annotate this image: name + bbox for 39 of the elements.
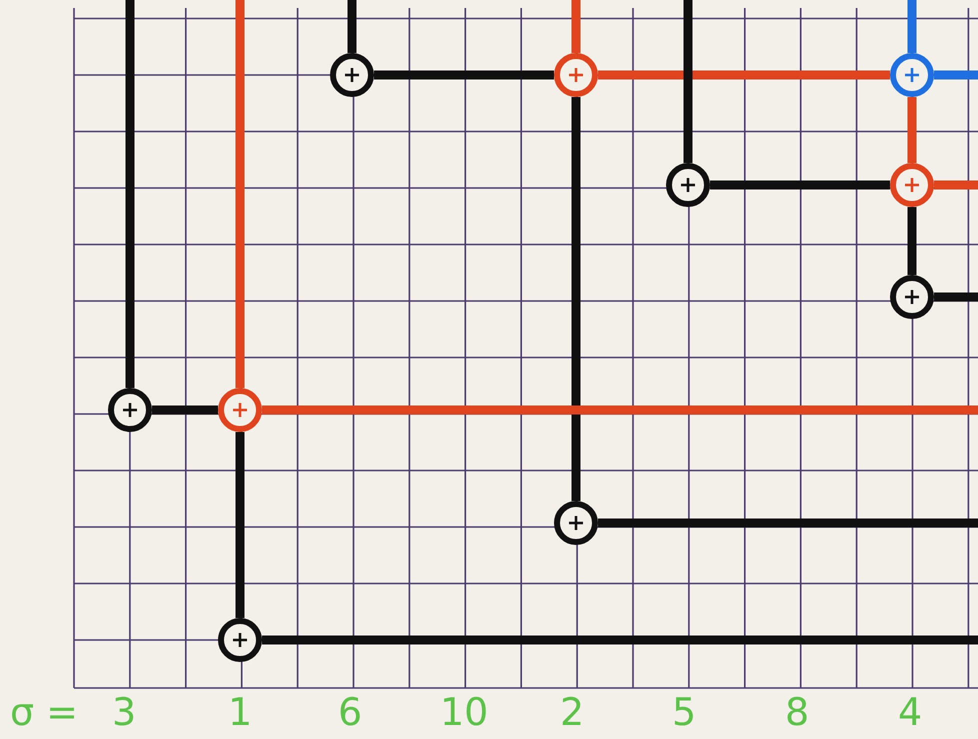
column-number: 8: [785, 690, 810, 734]
ring-marker: [552, 499, 600, 547]
ring-marker: [664, 161, 712, 209]
connector-line: [934, 292, 978, 302]
connector-line: [572, 0, 580, 53]
connector-line: [934, 70, 978, 80]
ring-marker: [216, 616, 264, 664]
connector-line: [908, 97, 916, 163]
ring-marker: [888, 161, 936, 209]
connector-line: [598, 70, 890, 80]
connector-line: [710, 180, 890, 190]
column-number: 6: [338, 690, 362, 734]
connector-line: [908, 0, 916, 53]
connector-line: [572, 97, 580, 501]
ring-marker: [888, 51, 936, 99]
connector-line: [684, 0, 692, 163]
column-number: 1: [228, 690, 252, 734]
connector-line: [908, 207, 916, 275]
connector-line: [236, 0, 244, 388]
connector-line: [348, 0, 356, 53]
connector-line: [374, 70, 554, 80]
column-number: 2: [560, 690, 584, 734]
ring-marker: [106, 386, 154, 434]
connector-line: [126, 0, 134, 388]
connector-line: [262, 636, 978, 644]
column-number: 10: [440, 690, 488, 734]
ring-marker: [328, 51, 376, 99]
column-number: 3: [112, 690, 136, 734]
column-number: 5: [672, 690, 696, 734]
ring-marker: [888, 273, 936, 321]
connector-line: [262, 406, 978, 414]
connector-line: [598, 518, 978, 528]
column-number: 4: [898, 690, 922, 734]
permutation-label: σ =: [10, 690, 78, 734]
connector-line: [236, 432, 244, 618]
connector-line: [934, 180, 978, 190]
ring-marker: [216, 386, 264, 434]
connector-line: [152, 406, 218, 414]
ring-marker: [552, 51, 600, 99]
